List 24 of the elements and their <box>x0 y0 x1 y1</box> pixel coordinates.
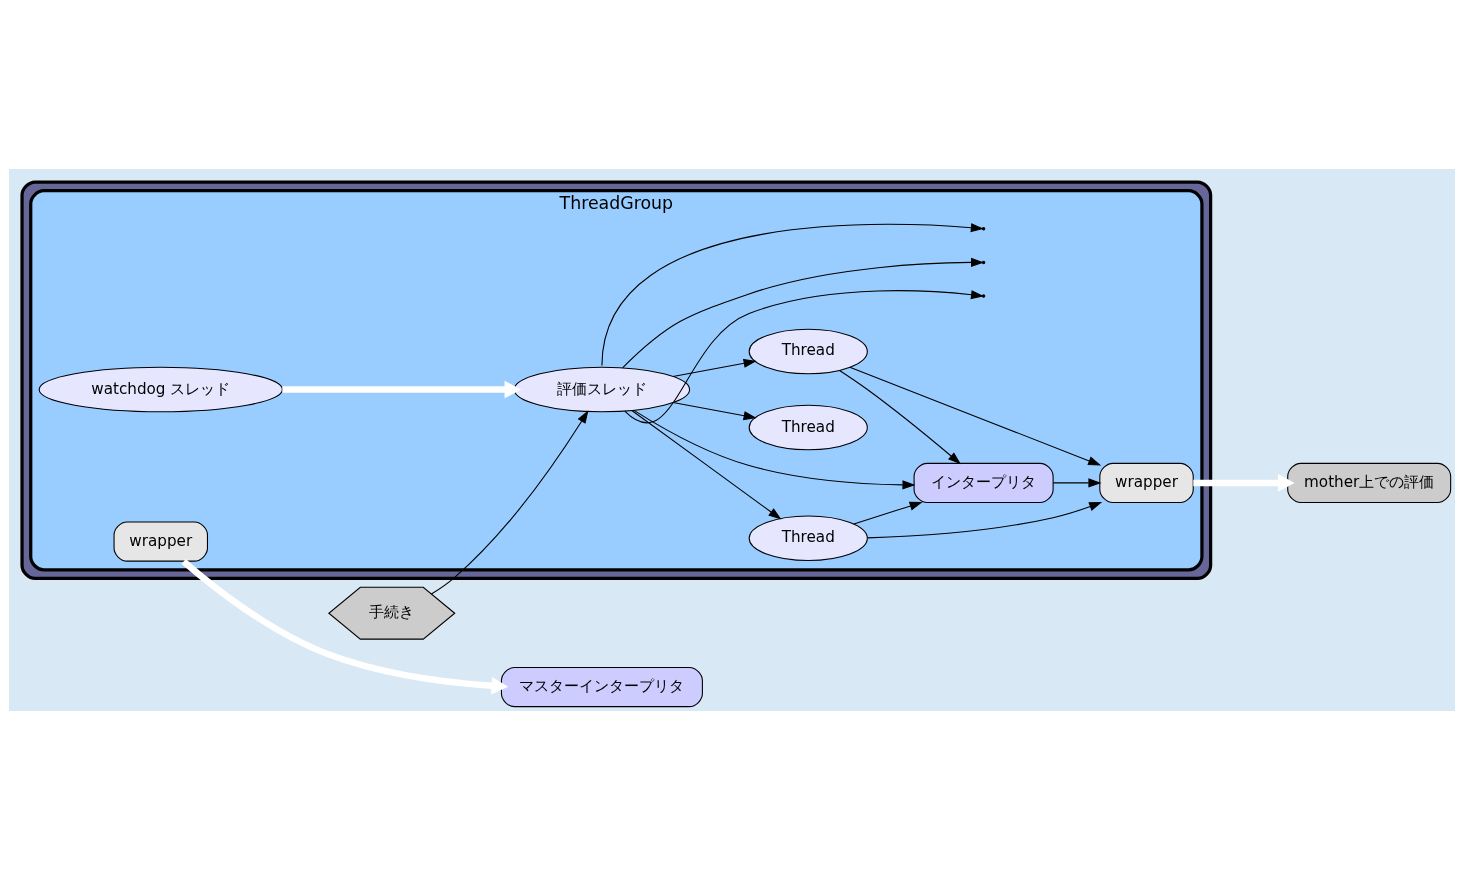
node-box: wrapper <box>113 521 208 562</box>
arrow <box>633 409 916 490</box>
arrow <box>282 380 522 399</box>
arrow <box>624 290 985 424</box>
node-box: wrapper <box>1099 462 1194 503</box>
arrow <box>672 358 757 377</box>
node-ellipse: Thread <box>748 328 868 375</box>
arrow <box>867 502 1103 539</box>
arrow <box>839 369 961 465</box>
node-box: mother上での評価 <box>1287 462 1452 503</box>
arrow <box>181 558 509 695</box>
node-ellipse: watchdog スレッド <box>38 366 283 413</box>
node-ellipse: 評価スレッド <box>513 366 691 413</box>
node-box: マスターインタープリタ <box>500 667 703 708</box>
arrow <box>672 402 757 421</box>
arrow <box>1193 474 1295 492</box>
node-ellipse: Thread <box>748 404 868 451</box>
node-ellipse: Thread <box>748 515 868 562</box>
arrow <box>1052 478 1102 488</box>
arrow <box>853 501 923 525</box>
arrow <box>849 366 1102 466</box>
arrow <box>430 410 589 595</box>
node-box: インタープリタ <box>913 462 1054 503</box>
arrow <box>631 409 782 520</box>
